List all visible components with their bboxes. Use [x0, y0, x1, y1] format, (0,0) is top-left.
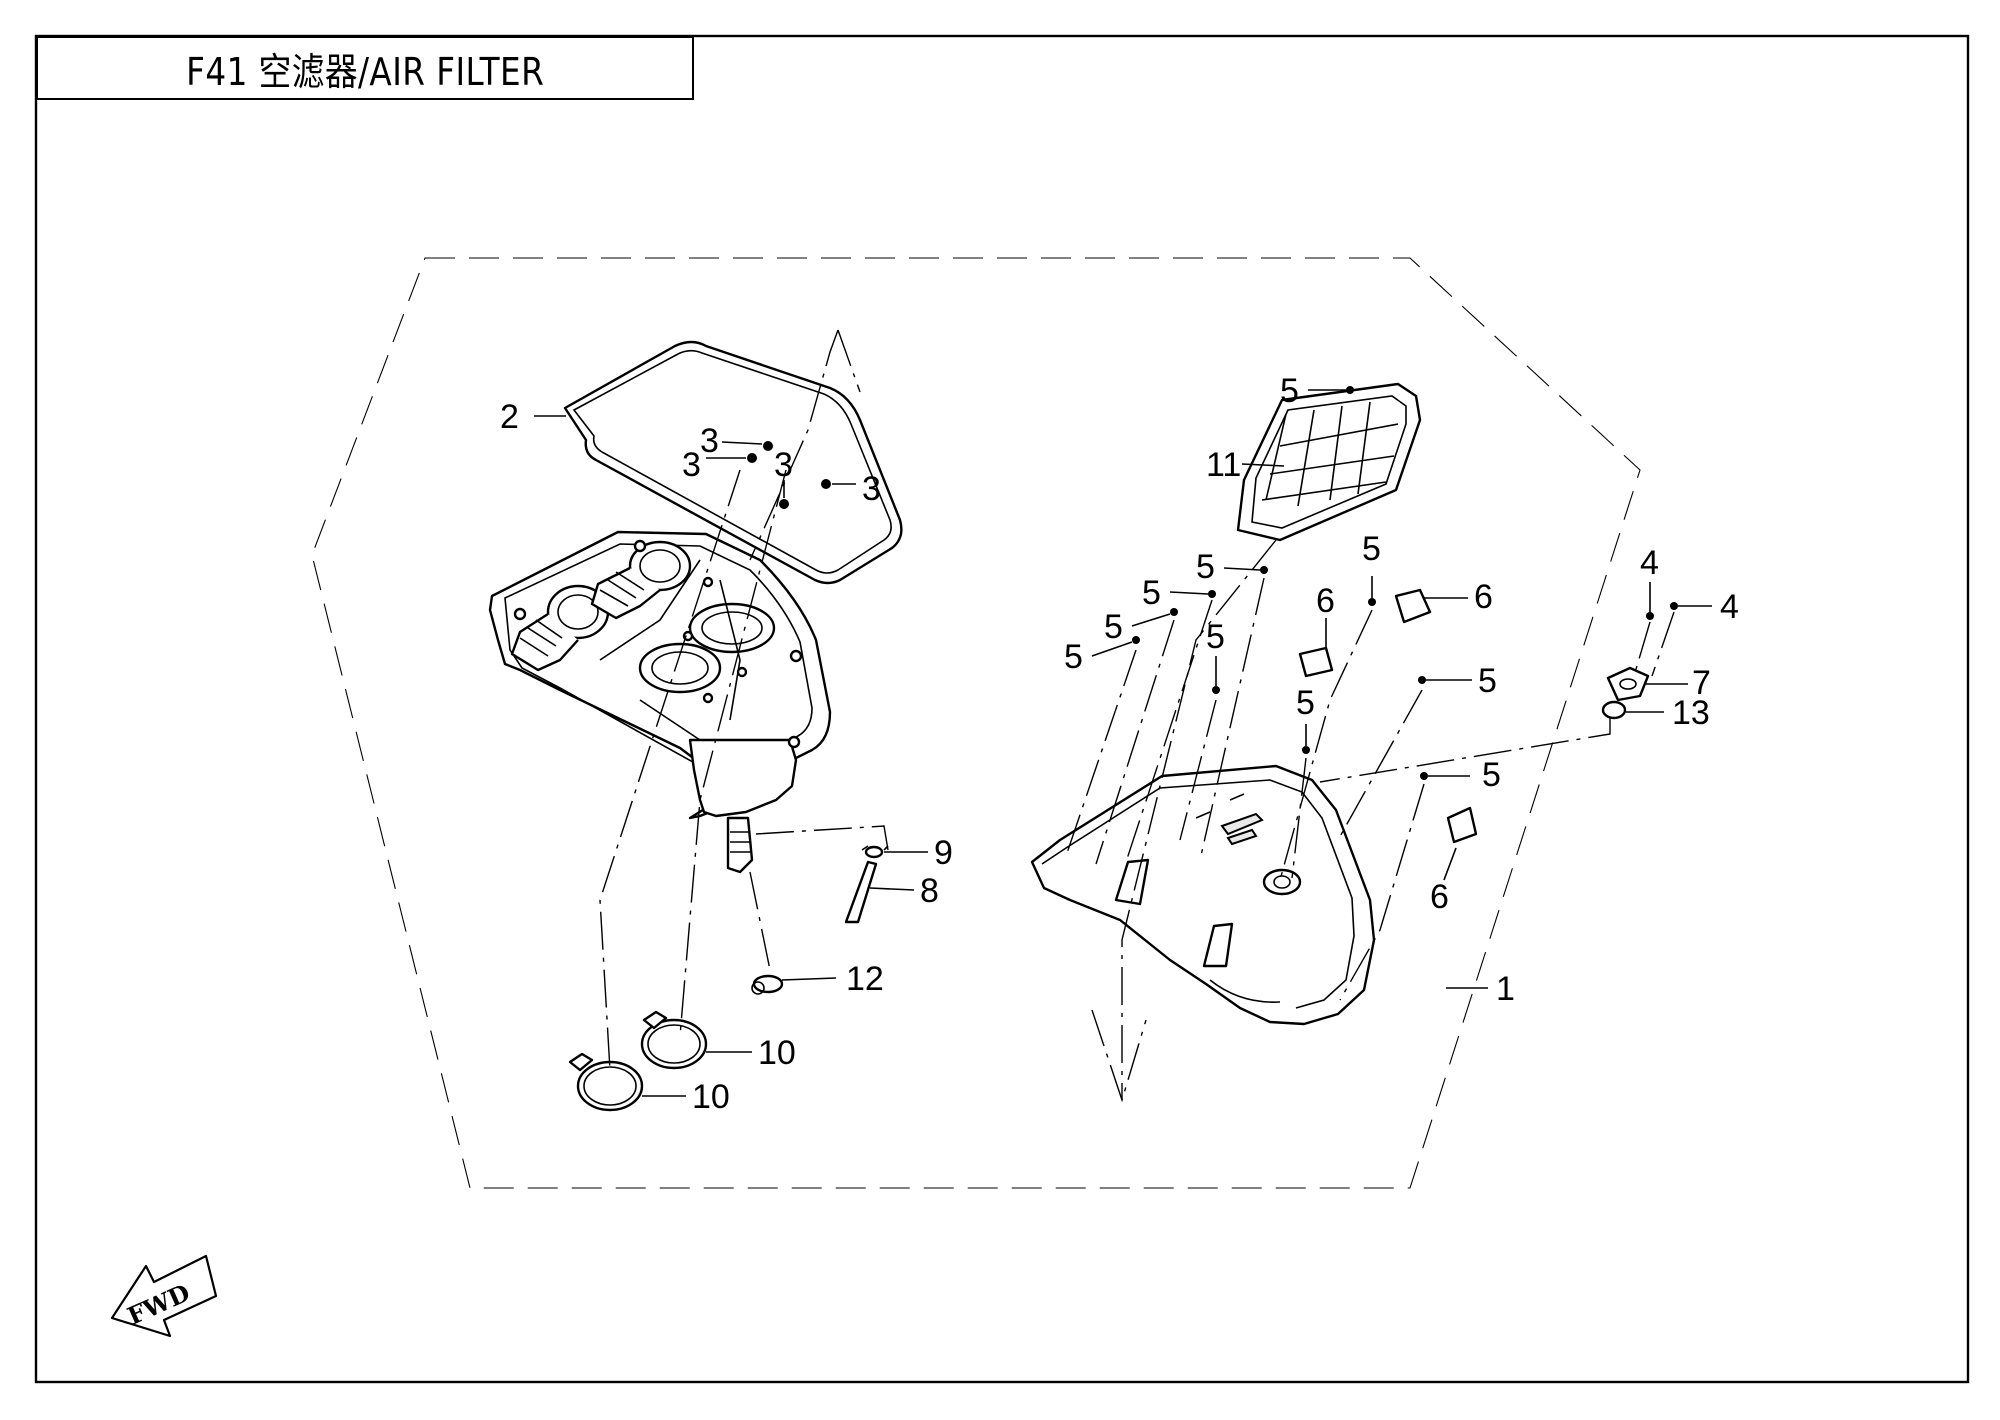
callout-3: 3 [862, 470, 881, 508]
filter-element [1236, 382, 1422, 542]
drawing-frame [34, 34, 1970, 1384]
callout-4: 4 [1640, 544, 1659, 582]
callout-5: 5 [1280, 372, 1299, 410]
callout-8: 8 [920, 872, 939, 910]
drain-plate [1606, 666, 1650, 702]
page-title: F41 空滤器/AIR FILTER [185, 49, 545, 94]
hose-clamp [640, 1010, 708, 1070]
callout-10: 10 [758, 1034, 796, 1072]
hose-clamp [568, 1052, 644, 1112]
callout-10: 10 [692, 1078, 730, 1116]
callout-7: 7 [1692, 664, 1711, 702]
o-ring [1601, 700, 1627, 720]
airbox-gasket [563, 340, 903, 585]
hose-clip [861, 845, 889, 859]
callout-3: 3 [700, 422, 719, 460]
callout-3: 3 [682, 446, 701, 484]
rubber-pad [1446, 806, 1478, 844]
drain-tube [844, 860, 878, 924]
callout-6: 6 [1474, 578, 1493, 616]
airbox-housing [488, 530, 832, 874]
callout-4: 4 [1720, 588, 1739, 626]
callout-6: 6 [1316, 582, 1335, 620]
assembly-outline [311, 257, 1641, 1189]
assembly-lines [599, 329, 1675, 1103]
title-block: F41 空滤器/AIR FILTER [36, 36, 694, 100]
o-ring-clip [751, 974, 784, 995]
fwd-arrow-icon: FWD [110, 1254, 218, 1338]
callout-1: 1 [1496, 970, 1515, 1008]
callout-3: 3 [774, 446, 793, 484]
callout-5: 5 [1064, 638, 1083, 676]
airbox-base [1030, 764, 1376, 1026]
callout-5: 5 [1196, 548, 1215, 586]
callout-5: 5 [1478, 662, 1497, 700]
rubber-pad [1298, 646, 1334, 678]
callout-5: 5 [1206, 618, 1225, 656]
callout-5: 5 [1104, 608, 1123, 646]
callout-12: 12 [846, 960, 884, 998]
screws [747, 386, 1678, 780]
rubber-pad [1394, 588, 1432, 624]
callout-6: 6 [1430, 878, 1449, 916]
callout-5: 5 [1142, 574, 1161, 612]
callout-9: 9 [934, 834, 953, 872]
callout-2: 2 [500, 398, 519, 436]
callout-13: 13 [1672, 694, 1710, 732]
callout-5: 5 [1296, 684, 1315, 722]
callout-11: 11 [1206, 446, 1241, 484]
callout-5: 5 [1482, 756, 1501, 794]
callout-5: 5 [1362, 530, 1381, 568]
